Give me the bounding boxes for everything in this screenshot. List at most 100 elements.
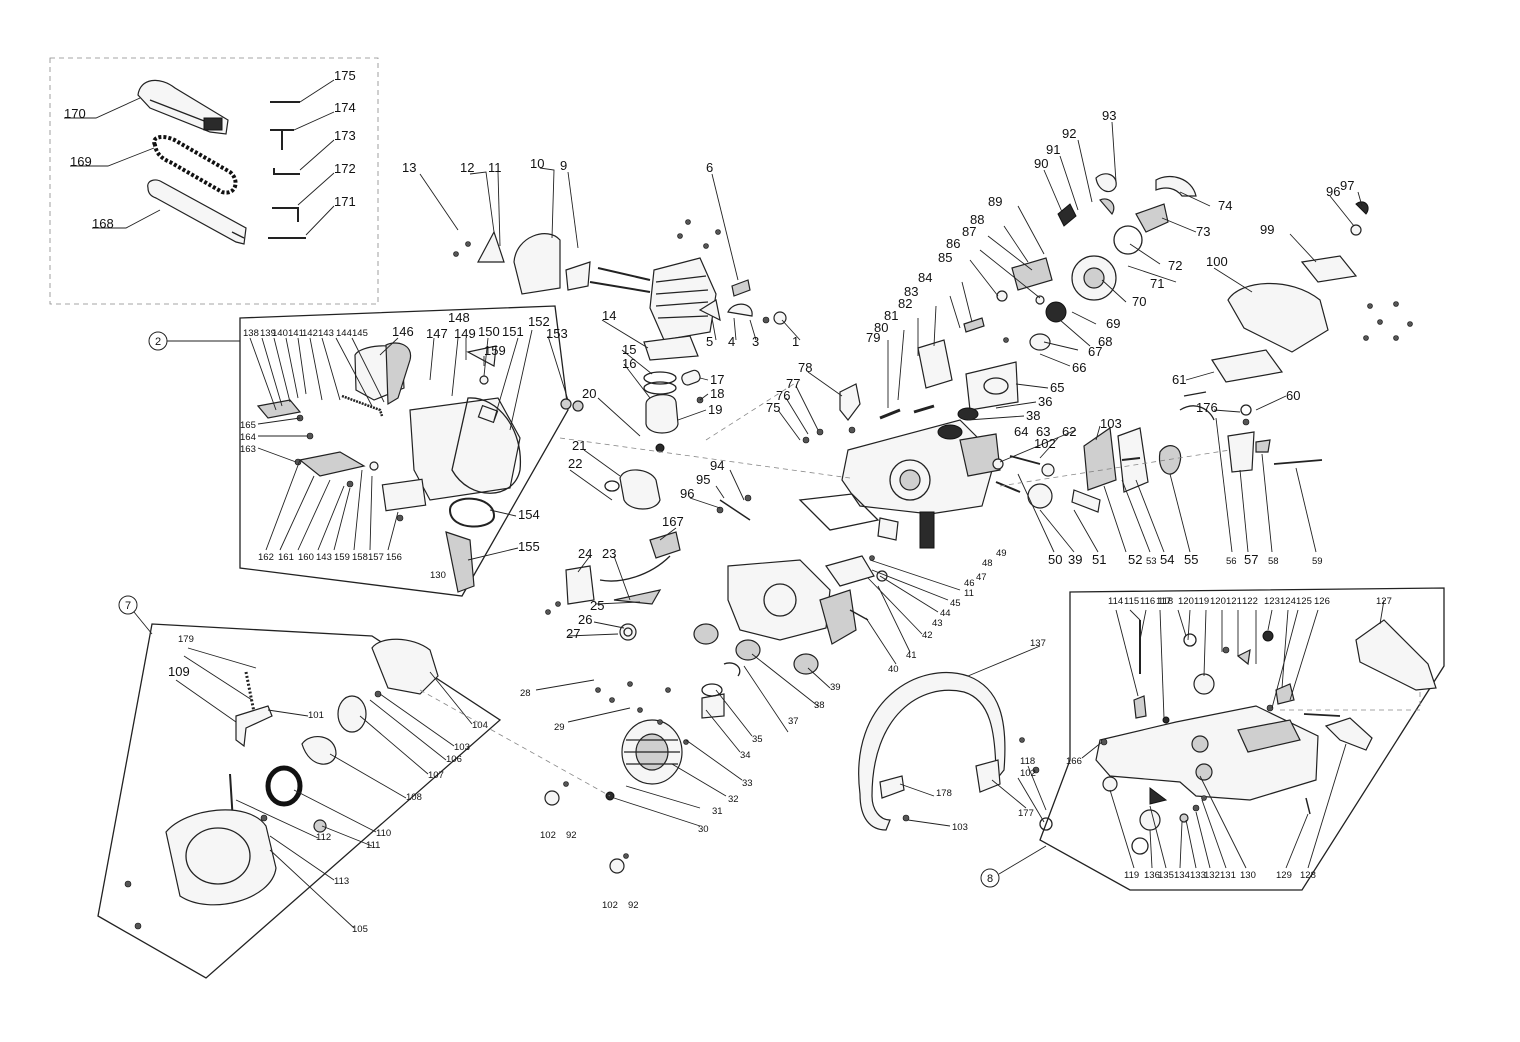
label-36: 36	[1038, 394, 1052, 409]
label-121: 121	[1226, 596, 1242, 607]
label-94: 94	[710, 458, 724, 473]
label-115: 115	[1124, 596, 1139, 607]
label-147: 147	[426, 326, 448, 341]
label-116: 116	[1140, 596, 1155, 607]
label-174: 174	[334, 100, 356, 115]
label-40: 40	[888, 664, 899, 675]
label-164: 164	[240, 432, 256, 443]
label-20: 20	[582, 386, 596, 401]
label-172: 172	[334, 161, 356, 176]
label-43: 43	[932, 618, 943, 629]
label-136: 136	[1144, 870, 1160, 881]
label-130: 130	[1240, 870, 1256, 881]
label-67: 67	[1088, 344, 1102, 359]
label-82: 82	[898, 296, 912, 311]
label-76: 76	[776, 388, 790, 403]
label-110: 110	[376, 828, 391, 839]
label-113: 113	[334, 876, 349, 887]
label-10: 10	[530, 156, 544, 171]
label-68: 68	[1098, 334, 1112, 349]
label-119-bottom: 119	[1124, 870, 1139, 881]
label-153: 153	[546, 326, 568, 341]
label-162: 162	[258, 552, 274, 563]
label-74: 74	[1218, 198, 1232, 213]
label-99: 99	[1260, 222, 1274, 237]
label-21: 21	[572, 438, 586, 453]
label-19: 19	[708, 402, 722, 417]
label-24: 24	[578, 546, 592, 561]
label-81: 81	[884, 308, 898, 323]
label-129: 129	[1276, 870, 1292, 881]
label-159-top: 159	[484, 343, 506, 358]
label-101: 101	[308, 710, 324, 721]
label-18: 18	[710, 386, 724, 401]
crankcase: 40 41 42 43 44 45 11 46 47 48 49	[727, 548, 1007, 675]
label-120: 120	[1178, 596, 1194, 607]
label-61: 61	[1172, 372, 1186, 387]
label-119: 119	[1194, 596, 1209, 607]
label-142: 142	[302, 328, 318, 339]
label-108: 108	[406, 792, 422, 803]
label-75: 75	[766, 400, 780, 415]
label-157: 157	[368, 552, 384, 563]
label-137: 137	[1030, 638, 1046, 649]
label-39-right: 39	[1068, 552, 1082, 567]
label-6: 6	[706, 160, 713, 175]
label-48: 48	[982, 558, 993, 569]
label-140: 140	[272, 328, 288, 339]
label-42: 42	[922, 630, 933, 641]
label-92: 92	[1062, 126, 1076, 141]
label-95: 95	[696, 472, 710, 487]
label-154: 154	[518, 507, 540, 522]
label-126: 126	[1314, 596, 1330, 607]
assembly-guide-lines	[419, 379, 1421, 797]
label-72: 72	[1168, 258, 1182, 273]
label-107: 107	[428, 770, 444, 781]
label-14: 14	[602, 308, 616, 323]
label-118: 118	[1158, 596, 1173, 607]
label-16: 16	[622, 356, 636, 371]
label-38: 38	[814, 700, 825, 711]
label-125: 125	[1296, 596, 1312, 607]
label-32: 32	[728, 794, 739, 805]
label-83: 83	[904, 284, 918, 299]
label-158: 158	[352, 552, 368, 563]
label-66: 66	[1072, 360, 1086, 375]
label-88: 88	[970, 212, 984, 227]
label-44: 44	[940, 608, 951, 619]
label-77: 77	[786, 376, 800, 391]
label-29: 29	[554, 722, 565, 733]
label-91: 91	[1046, 142, 1060, 157]
label-134: 134	[1174, 870, 1190, 881]
label-27: 27	[566, 626, 580, 641]
label-93: 93	[1102, 108, 1116, 123]
label-176: 176	[1196, 400, 1218, 415]
label-69: 69	[1106, 316, 1120, 331]
label-62: 62	[1062, 424, 1076, 439]
label-64: 64	[1014, 424, 1028, 439]
label-47: 47	[976, 572, 987, 583]
main-body: 50 39 51 52 53 54 55 56 57 58 59 62 63 6…	[798, 361, 1323, 567]
label-65: 65	[1050, 380, 1064, 395]
label-41: 41	[906, 650, 917, 661]
label-117: 117	[1156, 596, 1171, 607]
label-166: 166	[1066, 756, 1082, 767]
label-118-handle: 118	[1020, 756, 1035, 767]
label-34: 34	[740, 750, 751, 761]
label-102-bottom: 102	[602, 900, 618, 911]
front-handle: 137 178 103 177 118 102	[858, 638, 1053, 833]
label-22: 22	[568, 456, 582, 471]
label-109: 109	[168, 664, 190, 679]
label-132: 132	[1204, 870, 1220, 881]
label-178: 178	[936, 788, 952, 799]
group-callout-2: 2	[155, 336, 161, 348]
engine-top-parts: 13 12 11 10 9 6 5 4 3 1 14 15 16 17 18 1…	[402, 156, 801, 521]
label-4: 4	[728, 334, 735, 349]
label-169: 169	[70, 154, 92, 169]
label-90: 90	[1034, 156, 1048, 171]
group-7-starter: 7 179 109 101 104 103 106 107	[97, 595, 502, 979]
label-111: 111	[366, 840, 380, 851]
label-78: 78	[798, 360, 812, 375]
label-73: 73	[1196, 224, 1210, 239]
label-146: 146	[392, 324, 414, 339]
